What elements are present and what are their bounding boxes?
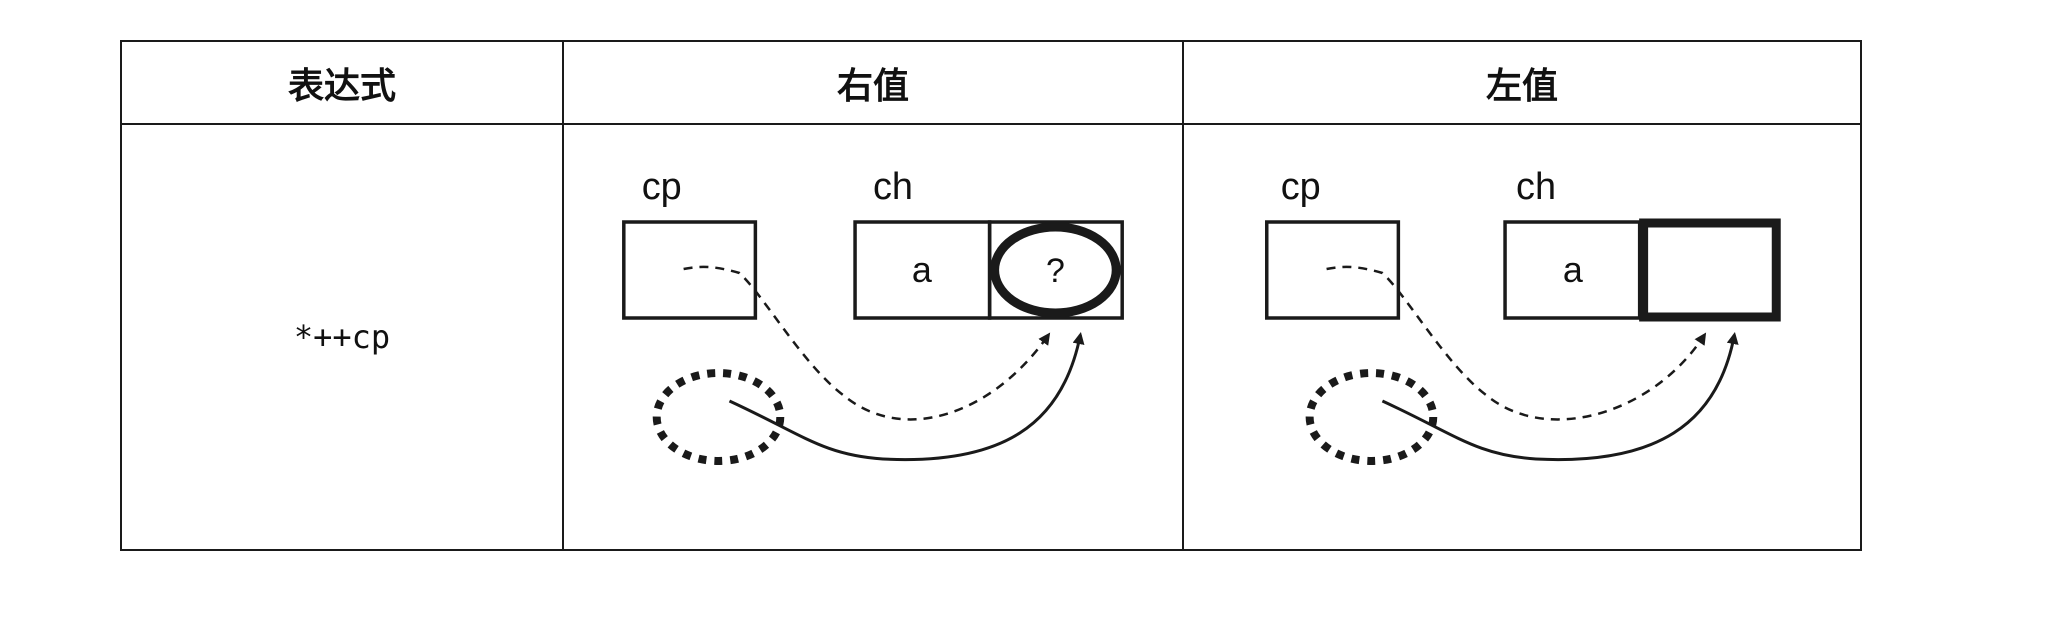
expression-dotted-ellipse bbox=[652, 369, 785, 465]
lvalue-diagram: cp ch a bbox=[1265, 166, 1781, 465]
rvalue-circle bbox=[990, 222, 1121, 318]
cp-label: cp bbox=[642, 166, 682, 208]
char-a: a bbox=[1563, 249, 1583, 290]
cp-box bbox=[1265, 220, 1401, 320]
lvalue-location-box bbox=[1639, 218, 1781, 322]
cp-box bbox=[622, 220, 758, 320]
next-box bbox=[987, 220, 1124, 320]
question-mark: ? bbox=[1046, 252, 1065, 290]
header-expression: 表达式 bbox=[120, 40, 564, 125]
cp-label: cp bbox=[1281, 166, 1321, 208]
header-row: 表达式 右值 左值 bbox=[120, 40, 1862, 125]
dashed-pointer-arrow bbox=[683, 265, 1051, 421]
table-row: *++cp cp ch a ? bbox=[120, 123, 1862, 551]
dashed-pointer-arrow bbox=[1326, 265, 1707, 421]
solid-result-arrow bbox=[728, 332, 1085, 462]
expression-table: 表达式 右值 左值 *++cp cp ch bbox=[120, 40, 1862, 551]
expression-cell: *++cp bbox=[120, 123, 564, 551]
solid-result-arrow bbox=[1381, 332, 1739, 462]
ch-label: ch bbox=[873, 166, 913, 208]
ch-label: ch bbox=[1516, 166, 1556, 208]
expression-dotted-ellipse bbox=[1305, 369, 1438, 465]
header-rvalue: 右值 bbox=[562, 40, 1184, 125]
rvalue-cell: cp ch a ? bbox=[562, 123, 1184, 551]
rvalue-diagram: cp ch a ? bbox=[622, 166, 1124, 465]
char-a: a bbox=[912, 249, 932, 290]
lvalue-cell: cp ch a bbox=[1182, 123, 1862, 551]
header-lvalue: 左值 bbox=[1182, 40, 1862, 125]
